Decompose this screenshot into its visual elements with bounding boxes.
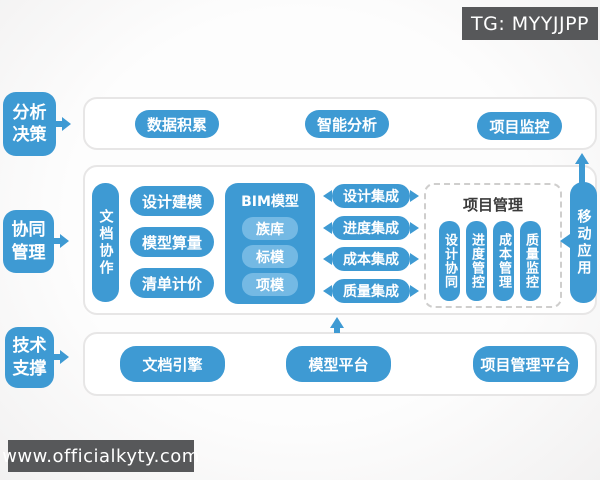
watermark-badge: www.officialkyty.com bbox=[2, 440, 199, 472]
bim-pill-standard-model: 标模 bbox=[242, 245, 298, 268]
bim-model-box: BIM模型 族库 标模 项模 bbox=[225, 183, 315, 304]
integration-connector-design: 设计集成 bbox=[332, 184, 410, 208]
pill-model-quantity: 模型算量 bbox=[130, 227, 214, 257]
bim-pill-project-model: 项模 bbox=[242, 273, 298, 296]
tg-badge: TG: MYYJJPP bbox=[462, 7, 598, 40]
pm-pill-schedule-control: 进度管控 bbox=[466, 221, 487, 301]
pill-intelligent-analysis: 智能分析 bbox=[305, 110, 389, 138]
right-arrow-icon bbox=[55, 117, 71, 131]
bim-pill-family-library: 族库 bbox=[242, 217, 298, 240]
pill-project-monitoring: 项目监控 bbox=[477, 112, 562, 140]
pm-pill-quality-monitoring: 质量监控 bbox=[520, 221, 541, 301]
pill-list-pricing: 清单计价 bbox=[130, 268, 214, 298]
doc-collaboration-pill: 文档协作 bbox=[92, 183, 119, 302]
row-label-collaborative-management: 协同 管理 bbox=[3, 210, 54, 273]
pm-pill-design-collaboration: 设计协同 bbox=[439, 221, 460, 301]
bim-model-title: BIM模型 bbox=[241, 194, 299, 210]
mobile-app-pill: 移动应用 bbox=[570, 182, 597, 303]
pill-data-accumulation: 数据积累 bbox=[135, 110, 219, 138]
right-arrow-icon bbox=[53, 350, 69, 364]
pill-document-engine: 文档引擎 bbox=[120, 346, 225, 382]
pill-design-modeling: 设计建模 bbox=[130, 186, 214, 216]
pm-pill-cost-management: 成本管理 bbox=[493, 221, 514, 301]
row-label-analysis-decision: 分析 决策 bbox=[3, 92, 56, 156]
project-management-title: 项目管理 bbox=[462, 196, 523, 214]
pill-project-management-platform: 项目管理平台 bbox=[473, 346, 578, 382]
up-arrow-icon bbox=[330, 317, 344, 333]
row-label-technical-support: 技术 支撑 bbox=[5, 327, 54, 388]
right-arrow-icon bbox=[53, 234, 69, 248]
integration-connector-cost: 成本集成 bbox=[332, 247, 410, 271]
project-management-box: 项目管理 设计协同 进度管控 成本管理 质量监控 bbox=[424, 183, 562, 308]
up-arrow-icon bbox=[575, 153, 589, 183]
integration-connector-quality: 质量集成 bbox=[332, 279, 410, 303]
integration-connector-schedule: 进度集成 bbox=[332, 216, 410, 240]
left-arrow-icon bbox=[560, 234, 570, 248]
pill-model-platform: 模型平台 bbox=[286, 346, 391, 382]
